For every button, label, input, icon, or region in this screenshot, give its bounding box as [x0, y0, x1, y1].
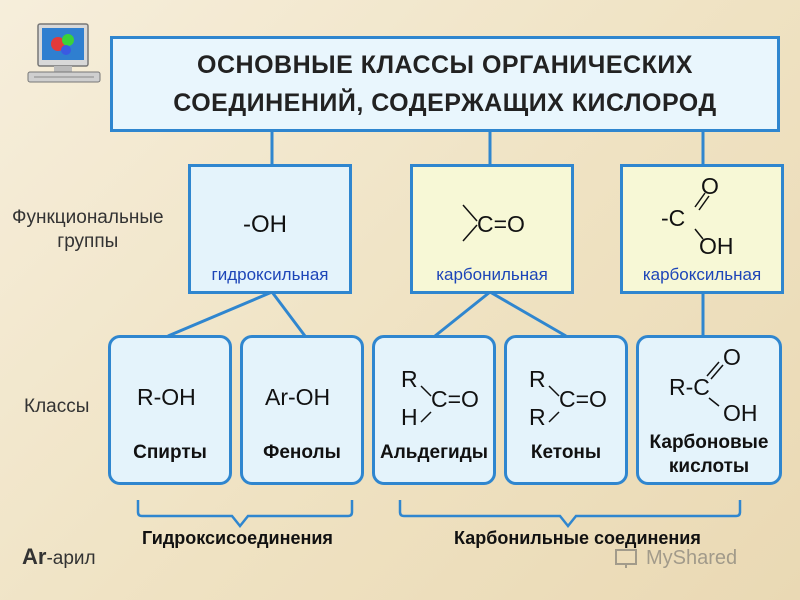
class-acids-label-1: Карбоновые — [649, 432, 769, 453]
group-carboxyl-oh: OH — [699, 233, 734, 259]
class-aldehydes-label: Альдегиды — [380, 442, 488, 463]
group-hydroxyl: -OH гидроксильная — [188, 164, 352, 294]
side-label-functional-groups-line2: группы — [57, 231, 119, 252]
group-carboxyl-c: -C — [661, 205, 686, 231]
acid-bonds — [706, 361, 724, 407]
class-alcohols: R-OH Спирты — [108, 335, 232, 485]
class-aldehydes-h: H — [401, 404, 418, 430]
group-carbonyl-formula: C=O — [477, 211, 525, 237]
title-box: ОСНОВНЫЕ КЛАССЫ ОРГАНИЧЕСКИХ СОЕДИНЕНИЙ,… — [110, 36, 780, 132]
carboxyl-bonds — [694, 192, 710, 240]
aryl-note-prefix: Ar — [22, 544, 47, 569]
watermark-text: MyShared — [646, 546, 738, 569]
class-alcohols-formula: R-OH — [137, 384, 196, 410]
carbonyl-bonds — [462, 204, 478, 242]
title-line-2: СОЕДИНЕНИЙ, СОДЕРЖАЩИХ КИСЛОРОД — [173, 89, 717, 117]
computer-logo-icon — [26, 22, 102, 84]
class-ketones-co: C=O — [559, 386, 607, 412]
aryl-note-suffix: -арил — [46, 548, 96, 569]
class-acids-label-2: кислоты — [668, 456, 750, 477]
class-ketones-label: Кетоны — [530, 442, 602, 463]
class-aldehydes-r: R — [401, 366, 418, 392]
class-acids-rc: R-C — [669, 374, 710, 400]
class-ketones: R R C=O Кетоны — [504, 335, 628, 485]
ketone-bonds — [548, 385, 560, 423]
bracket-label-hydroxy: Гидроксисоединения — [142, 528, 333, 548]
group-carbonyl: C=O карбонильная — [410, 164, 574, 294]
class-phenols: Ar-OH Фенолы — [240, 335, 364, 485]
watermark-logo-icon — [615, 549, 637, 568]
side-label-functional-groups-line1: Функциональные — [12, 207, 164, 228]
class-ketones-r1: R — [529, 366, 546, 392]
class-aldehydes-co: C=O — [431, 386, 479, 412]
side-label-classes: Классы — [24, 396, 90, 417]
class-carboxylic-acids: O R-C OH Карбоновые кислоты — [636, 335, 782, 485]
class-acids-oh: OH — [723, 400, 758, 426]
title-line-1: ОСНОВНЫЕ КЛАССЫ ОРГАНИЧЕСКИХ — [197, 51, 693, 79]
watermark: MyShared — [614, 546, 737, 570]
class-acids-o: O — [723, 344, 741, 370]
class-alcohols-label: Спирты — [133, 442, 207, 463]
group-carboxyl: O -C OH карбоксильная — [620, 164, 784, 294]
group-carboxyl-name: карбоксильная — [642, 265, 762, 284]
class-aldehydes: R H C=O Альдегиды — [372, 335, 496, 485]
class-ketones-r2: R — [529, 404, 546, 430]
group-hydroxyl-formula: -OH — [243, 211, 287, 238]
bracket-label-carbonyl: Карбонильные соединения — [454, 528, 701, 548]
group-hydroxyl-name: гидроксильная — [211, 265, 329, 284]
class-phenols-formula: Ar-OH — [265, 384, 331, 410]
aldehyde-bonds — [420, 385, 432, 423]
group-carbonyl-name: карбонильная — [436, 265, 548, 284]
group-carboxyl-o: O — [701, 173, 719, 199]
class-phenols-label: Фенолы — [263, 442, 341, 463]
side-label-functional-groups: Функциональные группы — [12, 206, 164, 254]
aryl-note: Ar-арил — [22, 544, 96, 570]
